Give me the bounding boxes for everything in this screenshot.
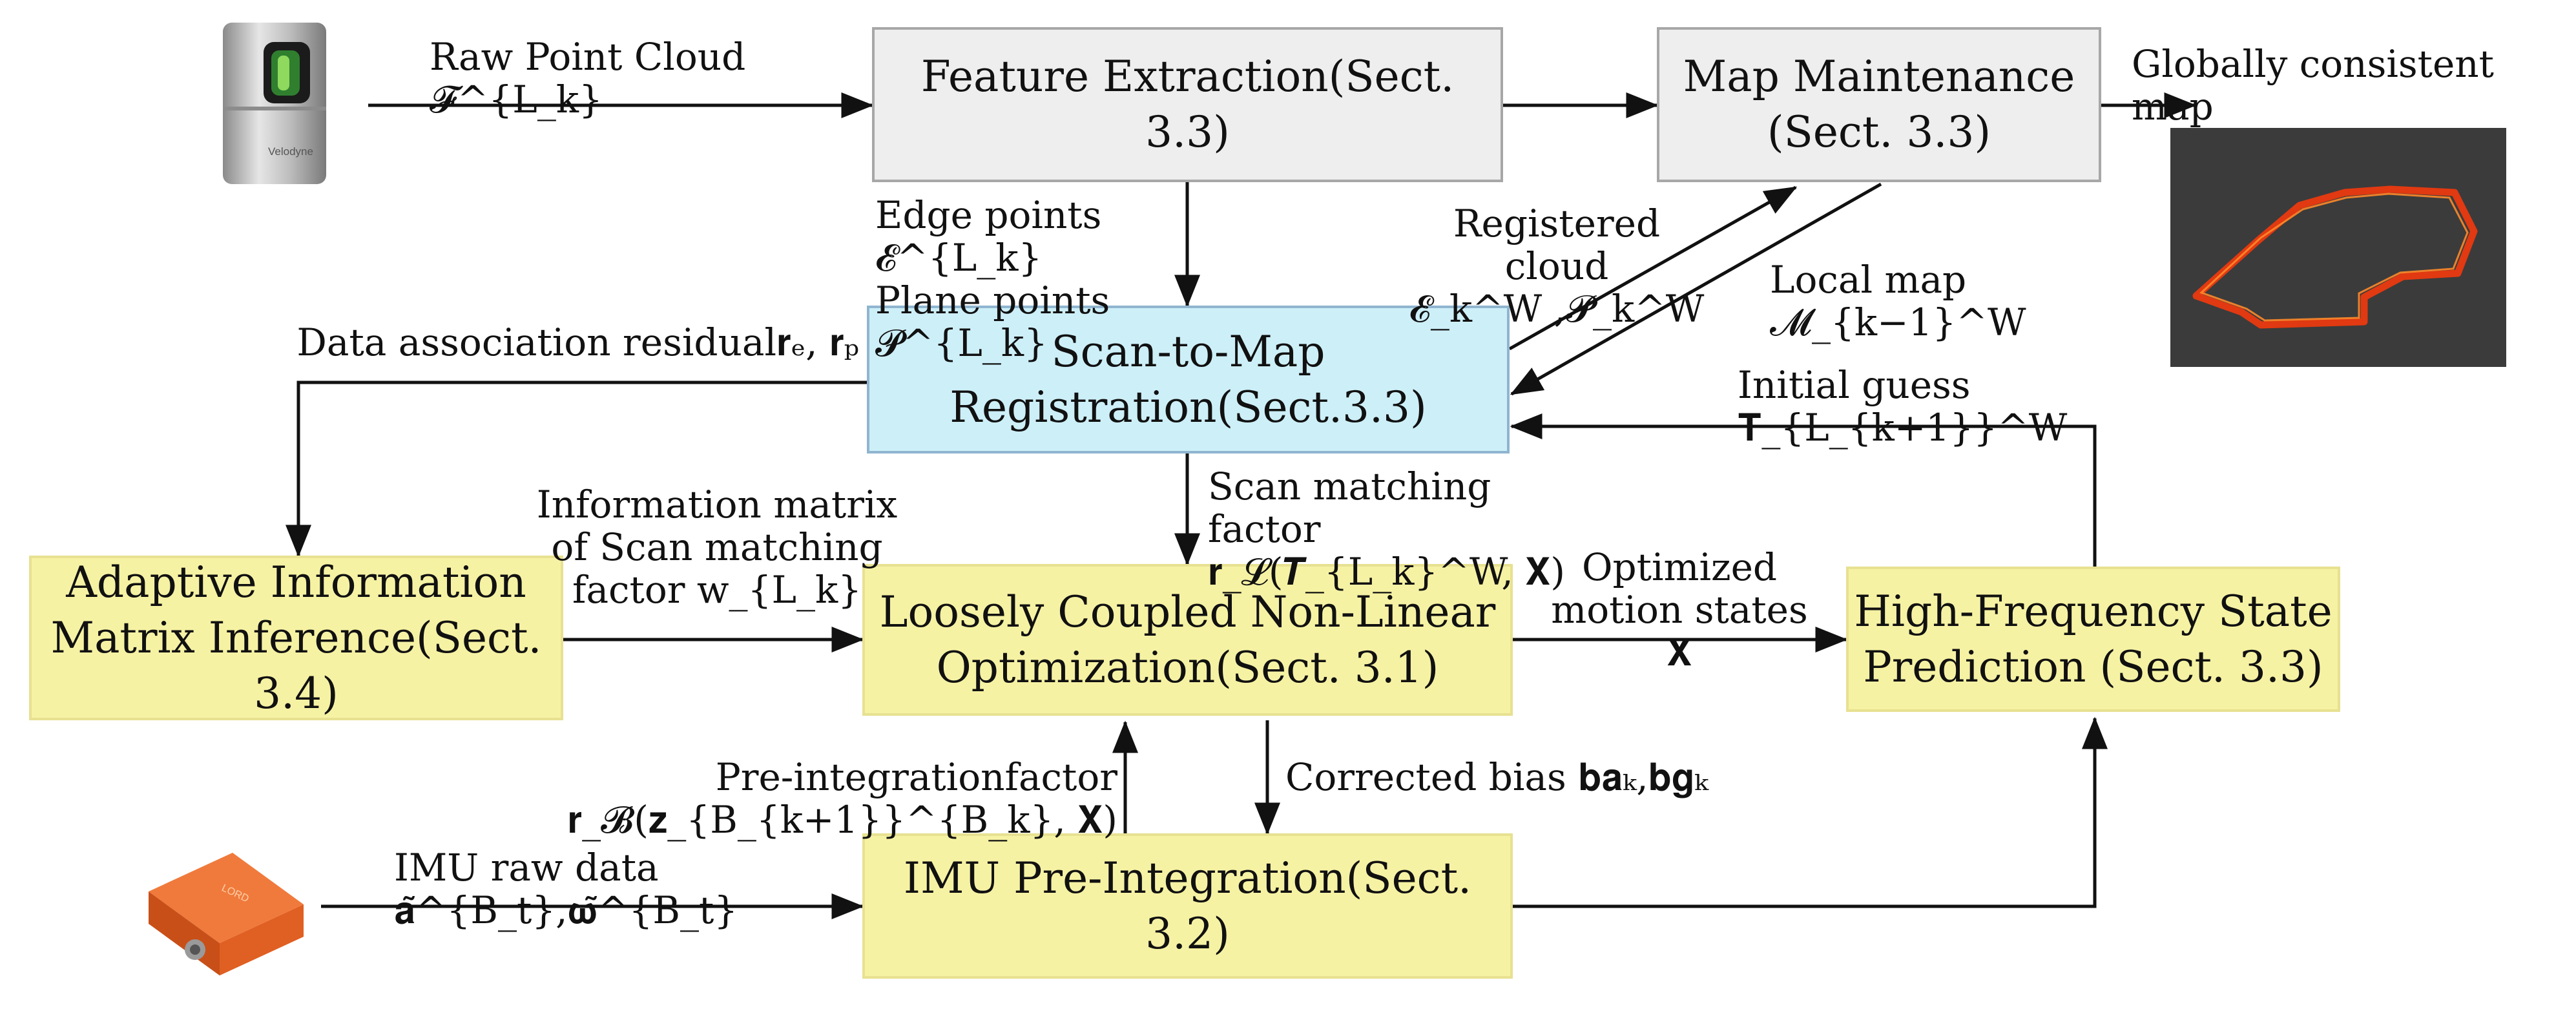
adaptive-info-box: Adaptive Information Matrix Inference(Se… bbox=[29, 556, 563, 720]
preintegration-factor-label: Pre-integrationfactor 𝐫_𝓑(𝐳_{B_{k+1}}^{B… bbox=[567, 755, 1117, 842]
raw-cloud-label: Raw Point Cloud 𝓕^{L_k} bbox=[430, 35, 746, 121]
adaptive-info-label: Adaptive Information Matrix Inference(Se… bbox=[50, 557, 542, 718]
edge-plane-label: Edge points 𝓔^{L_k} Plane points 𝓟^{L_k} bbox=[875, 193, 1110, 365]
global-map-image bbox=[2170, 128, 2506, 367]
feature-extraction-label: Feature Extraction(Sect. 3.3) bbox=[920, 52, 1455, 157]
initial-guess-label: Initial guess 𝐓_{L_{k+1}}^W bbox=[1738, 363, 2068, 450]
scan-to-map-box: Scan-to-Map Registration(Sect.3.3) bbox=[867, 306, 1510, 453]
arrow-scan-to-adaptive bbox=[286, 380, 867, 558]
info-matrix-label: Information matrix of Scan matching fact… bbox=[536, 483, 898, 612]
scan-to-map-label: Scan-to-Map Registration(Sect.3.3) bbox=[950, 326, 1427, 432]
loosely-coupled-label: Loosely Coupled Non-Linear Optimization(… bbox=[879, 587, 1496, 693]
high-frequency-box: High-Frequency State Prediction (Sect. 3… bbox=[1846, 567, 2340, 712]
loosely-coupled-box: Loosely Coupled Non-Linear Optimization(… bbox=[862, 564, 1513, 716]
high-frequency-label: High-Frequency State Prediction (Sect. 3… bbox=[1854, 586, 2332, 692]
local-map-label: Local map 𝓜_{k−1}^W bbox=[1770, 258, 2026, 344]
imu-preintegration-box: IMU Pre-Integration(Sect. 3.2) bbox=[862, 833, 1513, 979]
optimized-states-label: Optimized motion states 𝐗 bbox=[1551, 545, 1808, 674]
map-maintenance-label: Map Maintenance (Sect. 3.3) bbox=[1683, 52, 2075, 157]
lidar-brand-text: Velodyne bbox=[268, 145, 313, 158]
map-maintenance-box: Map Maintenance (Sect. 3.3) bbox=[1657, 27, 2101, 182]
arrow-scan-to-map bbox=[1508, 185, 1798, 351]
lidar-sensor-image: Velodyne bbox=[223, 23, 326, 184]
imu-preintegration-label: IMU Pre-Integration(Sect. 3.2) bbox=[903, 853, 1472, 959]
arrow-preint-to-highfreq bbox=[1513, 716, 2108, 908]
arrow-map-to-scan bbox=[1510, 182, 1882, 396]
scan-matching-factor-label: Scan matching factor 𝐫_𝓛(𝑻_{L_k}^W, 𝐗) bbox=[1208, 464, 1566, 594]
corrected-bias-label: Corrected bias 𝐛𝐚ₖ,𝐛𝐠ₖ bbox=[1285, 755, 1709, 799]
registered-cloud-label: Registered cloud 𝓔_k^W ,𝓟_k^W bbox=[1409, 202, 1705, 331]
global-map-label: Globally consistent map bbox=[2132, 42, 2494, 129]
imu-sensor-image: LORD bbox=[149, 853, 304, 975]
imu-raw-data-label: IMU raw data 𝐚̃^{B_t},𝛚̃^{B_t} bbox=[394, 846, 738, 932]
trajectory-plot bbox=[2192, 185, 2478, 329]
arrow-highfreq-to-scan bbox=[1510, 413, 2097, 567]
feature-extraction-box: Feature Extraction(Sect. 3.3) bbox=[872, 27, 1503, 182]
data-association-label: Data association residual𝐫ₑ, 𝐫ₚ bbox=[296, 320, 859, 364]
